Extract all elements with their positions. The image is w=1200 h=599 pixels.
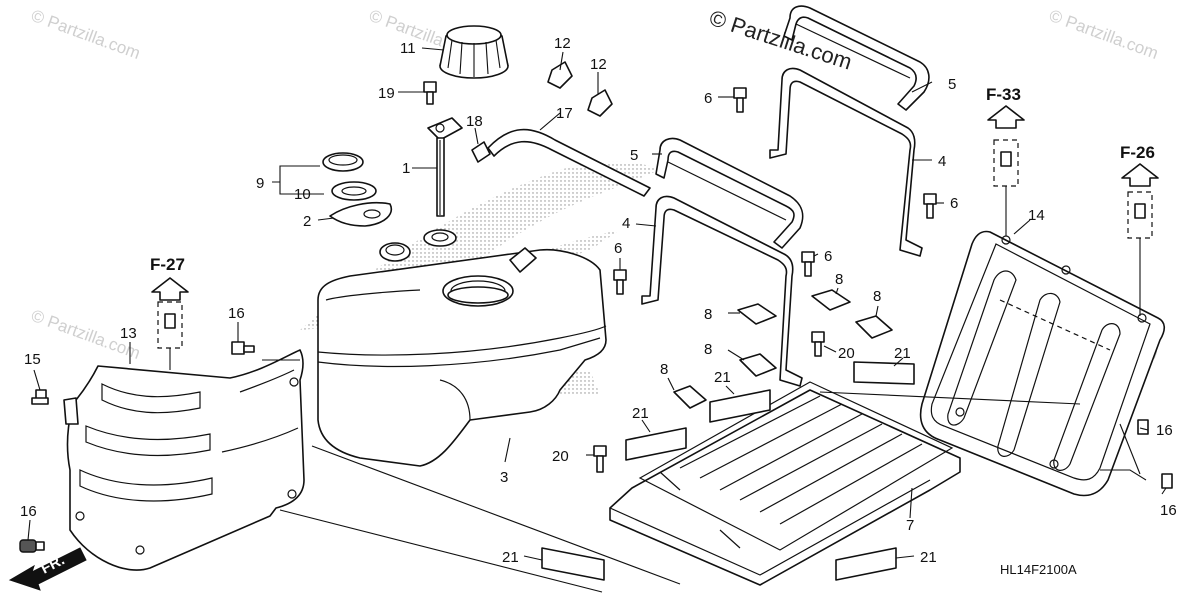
breather-hose	[471, 128, 651, 197]
lock-ring	[439, 25, 509, 79]
callout-7: 7	[906, 517, 914, 534]
callout-16: 16	[228, 305, 245, 322]
callout-12: 12	[590, 56, 607, 73]
front-arrow: FR.	[8, 547, 87, 591]
ref-label-f33: F-33	[986, 85, 1021, 104]
bolt	[593, 445, 607, 473]
watermark-top: © Partzilla.com	[706, 5, 855, 75]
callout-8: 8	[704, 306, 712, 323]
callout-15: 15	[24, 351, 41, 368]
callout-16: 16	[20, 503, 37, 520]
watermark-faint: © Partzilla.com	[1047, 6, 1161, 63]
fuel-tank	[317, 229, 607, 467]
callout-8: 8	[704, 341, 712, 358]
callout-21: 21	[714, 369, 731, 386]
callout-5: 5	[948, 76, 956, 93]
bolt	[423, 81, 437, 105]
callout-19: 19	[378, 85, 395, 102]
band-bolt	[613, 269, 627, 295]
hose-clip	[547, 61, 573, 89]
bolt	[811, 331, 825, 357]
callout-14: 14	[1028, 207, 1045, 224]
callout-20: 20	[552, 448, 569, 465]
fuel-sender-unit	[427, 117, 463, 217]
rear-cover	[919, 230, 1166, 497]
callout-20: 20	[838, 345, 855, 362]
callout-4: 4	[938, 153, 946, 170]
foam-pad	[541, 361, 915, 581]
ref-label-f26: F-26	[1120, 143, 1155, 162]
callout-16: 16	[1160, 502, 1177, 519]
clip	[19, 539, 45, 553]
callout-8: 8	[835, 271, 843, 288]
callout-16: 16	[1156, 422, 1173, 439]
side-cover	[63, 349, 305, 571]
callout-6: 6	[704, 90, 712, 107]
clip	[1137, 419, 1149, 435]
clip	[31, 389, 49, 405]
band-bolt	[733, 87, 747, 113]
rubber-pad	[673, 289, 893, 409]
callout-12: 12	[554, 35, 571, 52]
callout-10: 10	[294, 186, 311, 203]
clip	[231, 341, 255, 355]
clip	[1161, 473, 1173, 489]
band-bolt	[801, 251, 815, 277]
callout-21: 21	[502, 549, 519, 566]
callout-6: 6	[614, 240, 622, 257]
fuel-cap	[322, 152, 364, 172]
callout-2: 2	[303, 213, 311, 230]
callout-9: 9	[256, 175, 264, 192]
callout-6: 6	[950, 195, 958, 212]
tank-band-rubber	[783, 5, 930, 111]
callout-8: 8	[660, 361, 668, 378]
band-bolt	[923, 193, 937, 219]
callout-17: 17	[556, 105, 573, 122]
ref-f33-box	[987, 105, 1025, 187]
callout-13: 13	[120, 325, 137, 342]
cap-strap	[329, 201, 392, 227]
callout-21: 21	[632, 405, 649, 422]
callout-11: 11	[400, 40, 416, 57]
callout-18: 18	[466, 113, 483, 130]
hose-clip	[587, 89, 613, 117]
tank-band-rubber	[655, 137, 804, 249]
callout-21: 21	[894, 345, 911, 362]
tank-tray	[609, 381, 961, 586]
tank-band-metal	[769, 67, 923, 257]
callout-numbers: 1 2 3 4 4 5 5 6 6 6 6 7 8 8 8 8 8 9 10 1…	[20, 35, 1177, 566]
ref-f26-box	[1121, 163, 1159, 239]
callout-8: 8	[873, 288, 881, 305]
callout-3: 3	[500, 469, 508, 486]
callout-5: 5	[630, 147, 638, 164]
leader-lines	[27, 47, 1167, 593]
watermark-faint: © Partzilla.com	[29, 6, 143, 63]
ref-label-f27: F-27	[150, 255, 185, 274]
callout-4: 4	[622, 215, 630, 232]
tank-band-metal	[641, 195, 803, 387]
ref-f27-box	[151, 277, 189, 349]
diagram-code: HL14F2100A	[1000, 562, 1077, 577]
callout-1: 1	[402, 160, 410, 177]
callout-21: 21	[920, 549, 937, 566]
callout-6: 6	[824, 248, 832, 265]
cap-gasket	[331, 181, 377, 201]
